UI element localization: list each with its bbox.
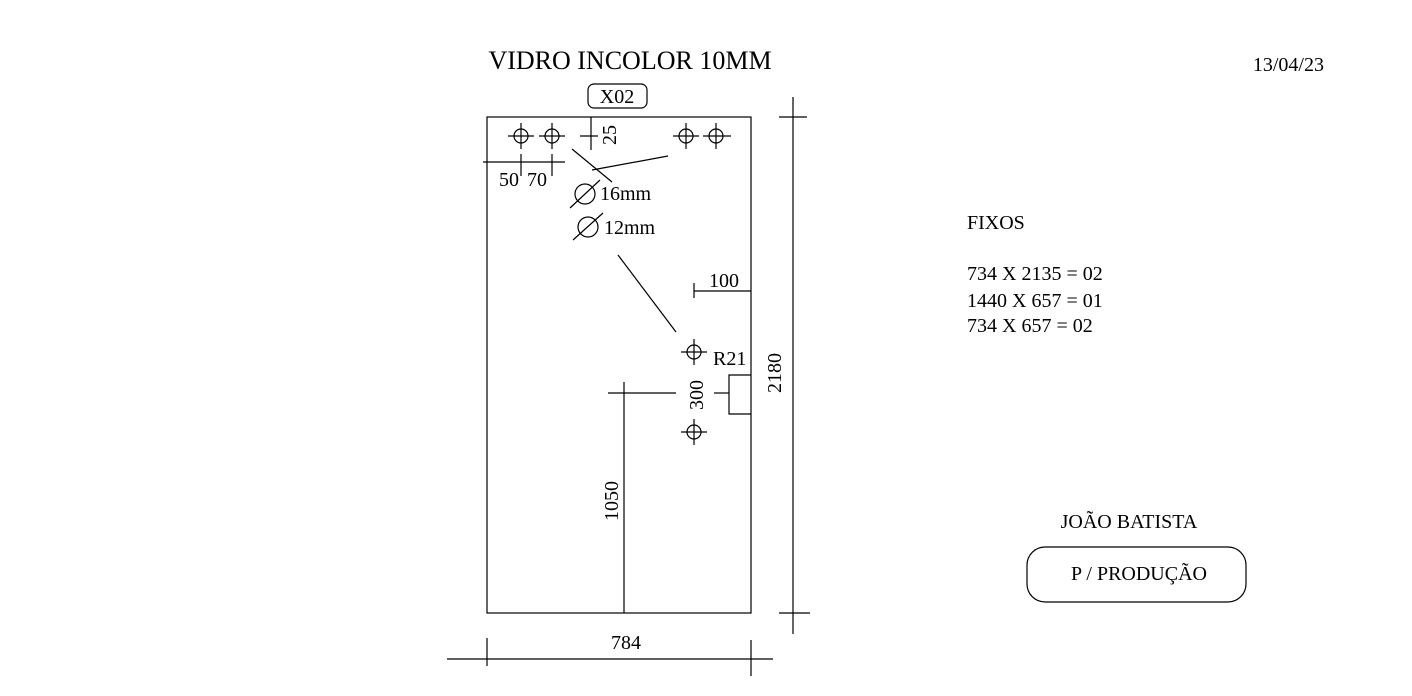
- leader-line-16mm: [571, 148, 613, 183]
- hole-mark-top-right-1: [673, 123, 699, 149]
- dim-height: 2180: [764, 353, 786, 393]
- diameter-12-icon: [572, 212, 604, 241]
- fixos-item: 734 X 657 = 02: [967, 315, 1093, 337]
- client-name: JOÃO BATISTA: [1061, 509, 1198, 533]
- fixos-item: 1440 X 657 = 01: [967, 290, 1103, 312]
- drawing-date: 13/04/23: [1253, 54, 1324, 76]
- production-stamp-box: [1026, 546, 1247, 603]
- notch-radius: R21: [713, 348, 746, 370]
- dim-handle-height: 1050: [601, 481, 623, 521]
- hole-mark-middle-upper: [681, 339, 707, 365]
- dim-top-offset: 25: [599, 125, 621, 145]
- hole-mark-top-right-2: [703, 123, 731, 149]
- leader-line-top-right: [591, 155, 669, 171]
- lock-notch: [728, 374, 751, 415]
- dim-edge-offset: 100: [709, 270, 739, 292]
- fixos-heading: FIXOS: [967, 212, 1025, 234]
- glass-panel: [486, 116, 752, 614]
- hole-large-diameter: 16mm: [600, 183, 652, 205]
- piece-tag-label: X02: [600, 86, 634, 108]
- dim-hole-spacing: 300: [686, 380, 708, 410]
- fixos-item: 734 X 2135 = 02: [967, 263, 1103, 285]
- leader-line-12mm: [617, 254, 677, 333]
- diameter-16-icon: [569, 179, 601, 209]
- hole-mark-top-left-2: [539, 123, 565, 149]
- hole-small-diameter: 12mm: [604, 217, 656, 239]
- hole-mark-middle-lower: [681, 419, 707, 445]
- hole-mark-top-left-1: [508, 123, 534, 149]
- dim-width: 784: [611, 632, 641, 654]
- drawing-title: VIDRO INCOLOR 10MM: [488, 46, 771, 75]
- dim-hole-x-second: 70: [527, 169, 547, 191]
- piece-tag-box: [587, 83, 648, 109]
- top-offset-marker: [580, 117, 598, 150]
- dim-hole-x-first: 50: [499, 169, 519, 191]
- production-stamp-label: P / PRODUÇÃO: [1071, 561, 1207, 585]
